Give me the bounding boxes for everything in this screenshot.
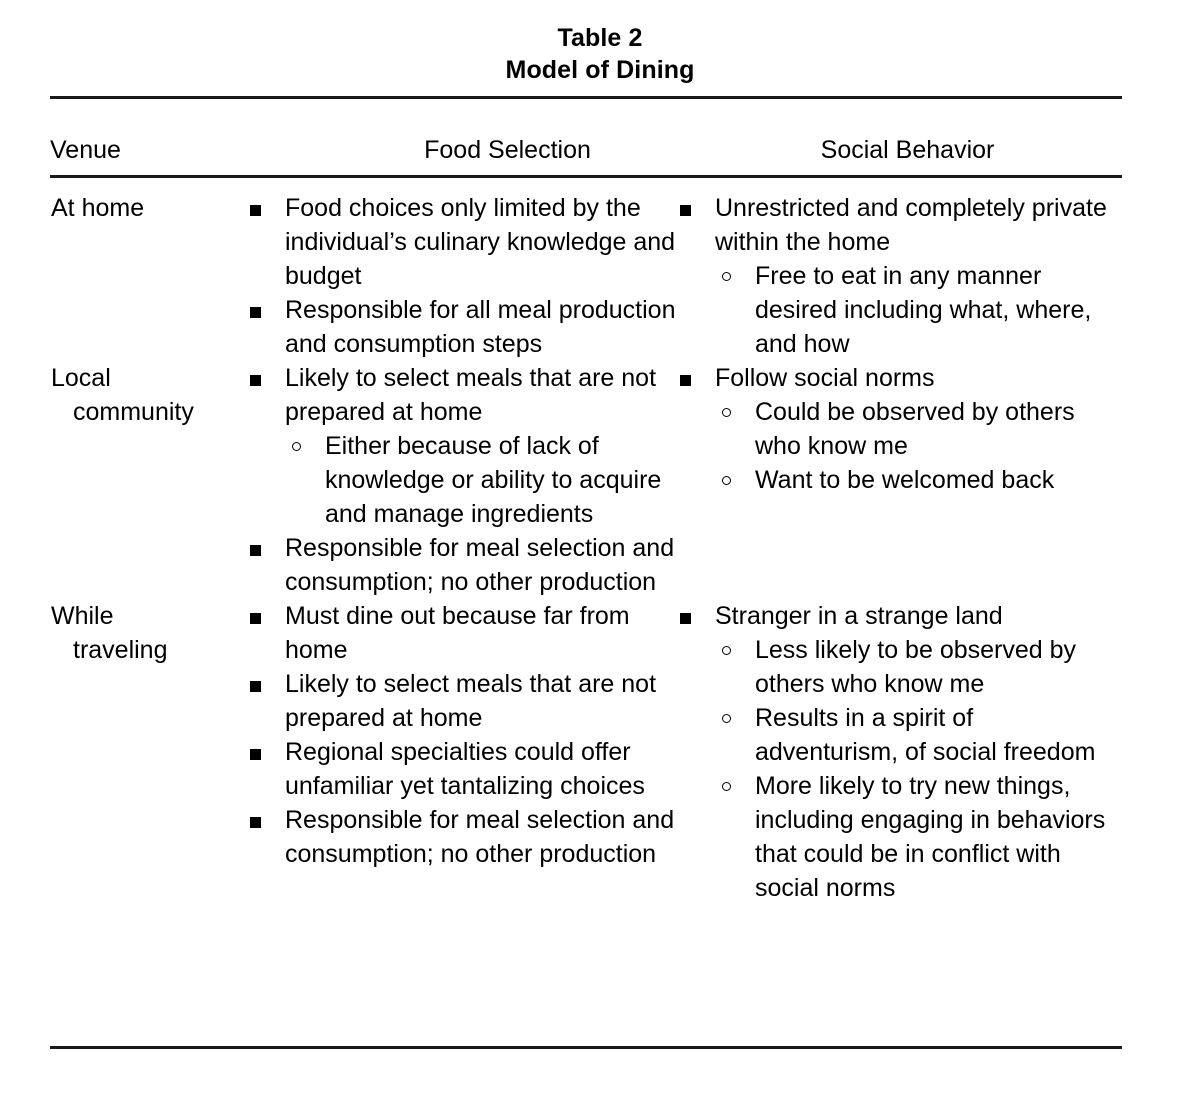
bullet-item: Responsible for meal selection and consu… (250, 803, 680, 871)
bullet-item: Likely to select meals that are not prep… (250, 361, 680, 531)
rule-top (50, 96, 1122, 99)
venue-label: At home (51, 194, 145, 222)
bullet-text: Responsible for all meal production and … (285, 296, 676, 358)
bullet-text: Must dine out because far from home (285, 602, 630, 664)
bullet-item: Likely to select meals that are not prep… (250, 667, 680, 735)
rule-header (50, 175, 1122, 178)
bullet-text: Regional specialties could offer unfamil… (285, 738, 645, 800)
bullet-list-level1: Likely to select meals that are not prep… (250, 361, 680, 599)
cell-food-selection: Likely to select meals that are not prep… (250, 361, 680, 599)
venue-label: While traveling (51, 602, 168, 664)
bullet-list-level2: Could be observed by others who know me W… (680, 395, 1122, 497)
sub-bullet-text: Free to eat in any manner desired includ… (755, 262, 1092, 358)
open-circle-bullet-icon (292, 442, 301, 451)
filled-square-bullet-icon (250, 613, 261, 624)
sub-bullet-text: Want to be welcomed back (755, 466, 1055, 494)
table-row: Local community Likely to select meals th… (50, 361, 1122, 599)
filled-square-bullet-icon (250, 681, 261, 692)
bullet-text: Likely to select meals that are not prep… (285, 364, 657, 426)
sub-bullet-item: Either because of lack of knowledge or a… (250, 429, 680, 531)
table-caption: Model of Dining (505, 56, 695, 84)
bullet-list-level1: Unrestricted and completely private with… (680, 191, 1122, 361)
open-circle-bullet-icon (722, 714, 731, 723)
cell-venue: At home (50, 191, 250, 225)
open-circle-bullet-icon (722, 272, 731, 281)
filled-square-bullet-icon (680, 613, 691, 624)
bullet-item: Regional specialties could offer unfamil… (250, 735, 680, 803)
sub-bullet-item: Could be observed by others who know me (680, 395, 1122, 463)
table-row: While traveling Must dine out because far… (50, 599, 1122, 905)
filled-square-bullet-icon (250, 817, 261, 828)
filled-square-bullet-icon (250, 375, 261, 386)
venue-label: Local community (51, 364, 194, 426)
sub-bullet-item: More likely to try new things, including… (680, 769, 1122, 905)
filled-square-bullet-icon (250, 205, 261, 216)
open-circle-bullet-icon (722, 646, 731, 655)
bullet-text: Likely to select meals that are not prep… (285, 670, 657, 732)
table-header-row: Venue Food Selection Social Behavior (50, 133, 1122, 171)
filled-square-bullet-icon (680, 375, 691, 386)
sub-bullet-text: Could be observed by others who know me (755, 398, 1075, 460)
bullet-text: Responsible for meal selection and consu… (285, 534, 675, 596)
sub-bullet-text: Less likely to be observed by others who… (755, 636, 1077, 698)
bullet-list-level2: Either because of lack of knowledge or a… (250, 429, 680, 531)
filled-square-bullet-icon (250, 545, 261, 556)
sub-bullet-item: Free to eat in any manner desired includ… (680, 259, 1122, 361)
sub-bullet-item: Results in a spirit of adventurism, of s… (680, 701, 1122, 769)
bullet-item: Must dine out because far from home (250, 599, 680, 667)
sub-bullet-text: Results in a spirit of adventurism, of s… (755, 704, 1096, 766)
open-circle-bullet-icon (722, 408, 731, 417)
bullet-text: Responsible for meal selection and consu… (285, 806, 675, 868)
table-title-block: Table 2 Model of Dining (0, 0, 1200, 86)
cell-venue: Local community (50, 361, 250, 429)
bullet-text: Unrestricted and completely private with… (715, 194, 1107, 256)
cell-food-selection: Food choices only limited by the individ… (250, 191, 680, 361)
bullet-list-level2: Less likely to be observed by others who… (680, 633, 1122, 905)
filled-square-bullet-icon (680, 205, 691, 216)
open-circle-bullet-icon (722, 782, 731, 791)
sub-bullet-item: Want to be welcomed back (680, 463, 1122, 497)
bullet-item: Responsible for all meal production and … (250, 293, 680, 361)
bullet-item: Responsible for meal selection and consu… (250, 531, 680, 599)
sub-bullet-item: Less likely to be observed by others who… (680, 633, 1122, 701)
bullet-text: Stranger in a strange land (715, 602, 1003, 630)
filled-square-bullet-icon (250, 307, 261, 318)
bullet-item: Food choices only limited by the individ… (250, 191, 680, 293)
bullet-list-level1: Food choices only limited by the individ… (250, 191, 680, 361)
column-header-social-behavior: Social Behavior (820, 136, 995, 164)
column-header-venue: Venue (50, 136, 121, 164)
cell-social-behavior: Unrestricted and completely private with… (680, 191, 1122, 361)
filled-square-bullet-icon (250, 749, 261, 760)
table-number: Table 2 (557, 24, 643, 52)
bullet-item: Unrestricted and completely private with… (680, 191, 1122, 361)
rule-bottom (50, 1046, 1122, 1049)
open-circle-bullet-icon (722, 476, 731, 485)
bullet-text: Food choices only limited by the individ… (285, 194, 676, 290)
sub-bullet-text: More likely to try new things, including… (755, 772, 1106, 902)
bullet-list-level2: Free to eat in any manner desired includ… (680, 259, 1122, 361)
cell-venue: While traveling (50, 599, 250, 667)
bullet-text: Follow social norms (715, 364, 935, 392)
table-body: At home Food choices only limited by the … (50, 191, 1122, 905)
table-row: At home Food choices only limited by the … (50, 191, 1122, 361)
column-header-food-selection: Food Selection (424, 136, 591, 164)
sub-bullet-text: Either because of lack of knowledge or a… (325, 432, 662, 528)
